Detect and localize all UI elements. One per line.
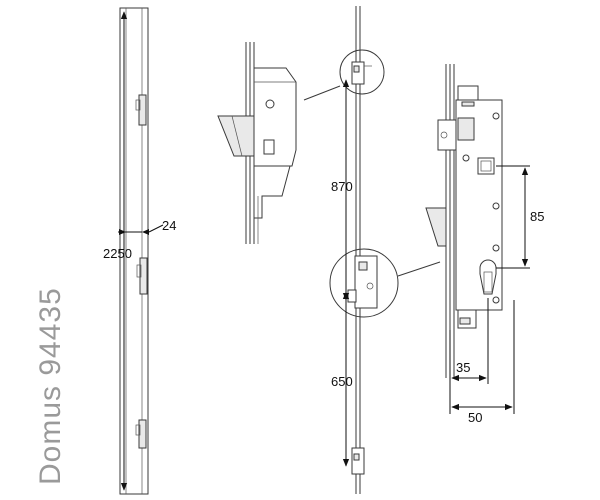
faceplate-width-dimension: 24 — [118, 218, 176, 235]
upper-spacing-dimension: 870 — [331, 79, 353, 301]
lock-case-front-view — [425, 64, 503, 378]
total-length-label: 2250 — [103, 246, 132, 261]
product-label: Domus 94435 — [34, 287, 67, 485]
backset-dimension: 35 — [449, 298, 489, 384]
case-depth-label: 50 — [468, 410, 482, 425]
lower-spacing-dimension: 650 — [331, 291, 353, 467]
lock-side-view — [217, 42, 297, 244]
lower-spacing-label: 650 — [331, 374, 353, 389]
faceplate-width-label: 24 — [162, 218, 176, 233]
total-length-dimension: 2250 — [103, 11, 132, 491]
lower-hook-detail — [351, 447, 365, 475]
backset-label: 35 — [456, 360, 470, 375]
centre-distance-dimension: 85 — [496, 165, 544, 269]
callout-line-lower — [397, 261, 441, 277]
case-depth-dimension: 50 — [449, 300, 515, 425]
centre-distance-label: 85 — [530, 209, 544, 224]
callout-line-upper — [303, 85, 341, 101]
upper-spacing-label: 870 — [331, 179, 353, 194]
upper-hook-detail — [339, 49, 385, 95]
central-lock-detail — [329, 248, 399, 318]
